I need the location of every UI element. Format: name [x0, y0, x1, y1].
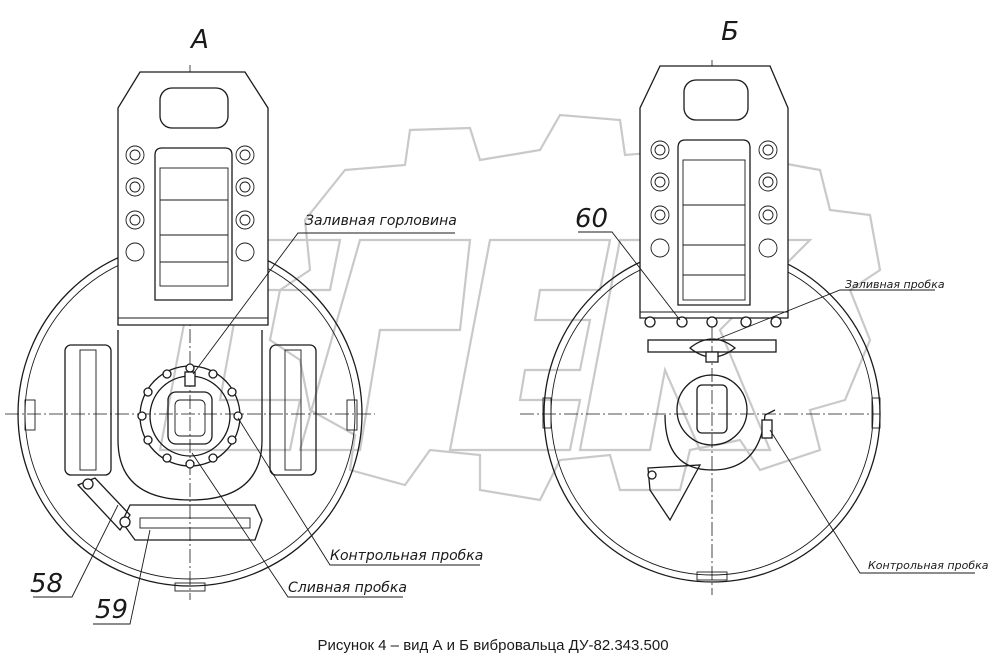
position-60: 60: [575, 204, 608, 234]
label-zalivnaya-gorlovina: Заливная горловина: [305, 213, 457, 229]
view-b-letter: Б: [721, 17, 739, 47]
position-59: 59: [95, 595, 128, 625]
view-b: [520, 60, 975, 595]
view-a-letter: А: [189, 25, 209, 55]
figure-caption: Рисунок 4 – вид А и Б вибровальца ДУ-82.…: [317, 637, 668, 654]
label-zalivnaya-probka: Заливная пробка: [845, 278, 945, 291]
view-a: [5, 65, 480, 625]
label-kontrolnaya-probka-b: Контрольная пробка: [868, 559, 989, 572]
label-kontrolnaya-probka-a: Контрольная пробка: [330, 548, 483, 564]
label-slivnaya-probka: Сливная пробка: [288, 580, 407, 596]
position-58: 58: [30, 569, 63, 599]
